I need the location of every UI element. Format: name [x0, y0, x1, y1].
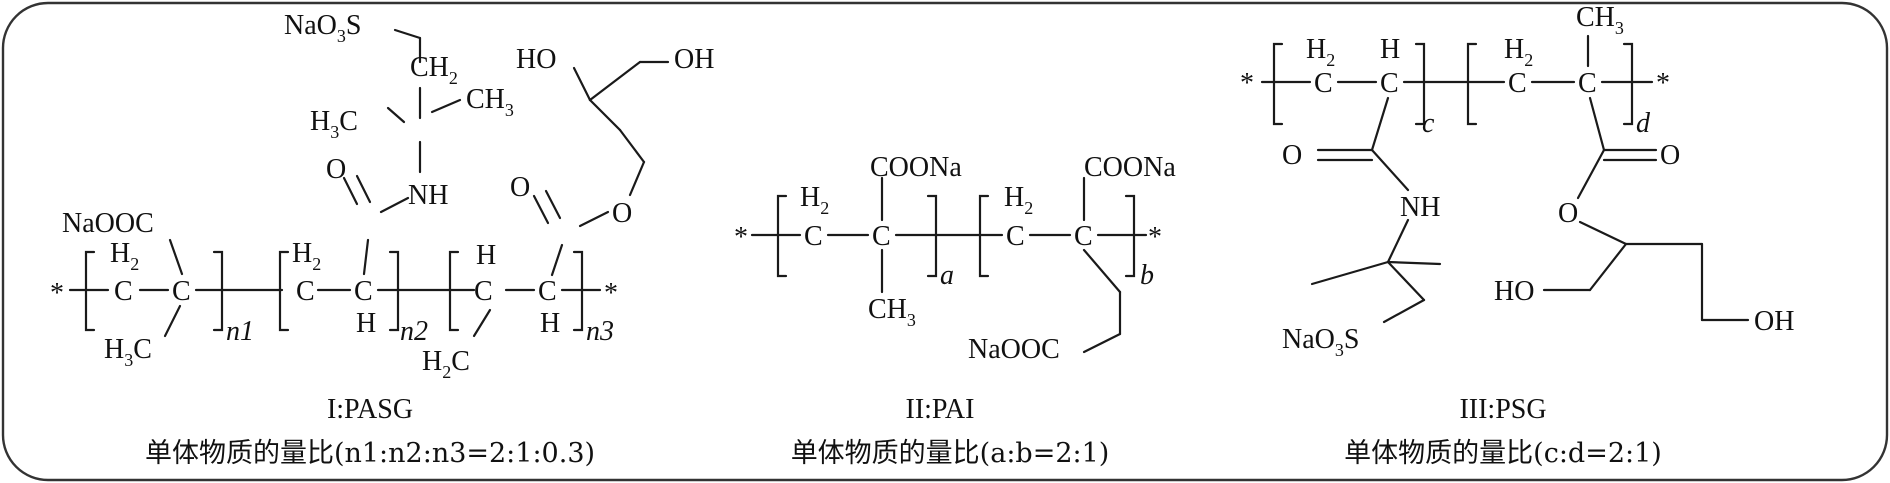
- structure-I-c-e-label: C: [474, 276, 493, 307]
- structure-II-caption: II:PAI: [906, 394, 975, 425]
- structure-III-h2-b-label: H2​: [1504, 34, 1533, 70]
- structure-I-h-e-label: H: [476, 240, 496, 271]
- structure-I-h2-b-label: H2​: [292, 238, 321, 274]
- structure-III-c-a-label: C: [1314, 68, 1333, 99]
- structure-II-coona-b-label: COONa: [1084, 152, 1176, 183]
- structure-II-star-left: *: [734, 222, 748, 253]
- structure-II-b-subscript: b: [1140, 260, 1154, 291]
- structure-II-star-right: *: [1148, 222, 1162, 253]
- structure-II-a-subscript: a: [940, 260, 954, 291]
- structure-III-bonds: [1260, 34, 1750, 324]
- structure-I-naooc-label: NaOOC: [62, 208, 154, 239]
- structure-III-ester-o-label: O: [1558, 198, 1578, 229]
- structure-III-oh-label: OH: [1754, 306, 1794, 337]
- structure-III-ester-dbl-o-label: O: [1660, 140, 1680, 171]
- structure-I: NaO3​S CH2​ H3​C CH3​ HO OH O NH O O NaO…: [50, 10, 714, 469]
- structure-I-caption: I:PASG: [327, 394, 413, 425]
- structure-III-h2-a-label: H2​: [1306, 34, 1335, 70]
- structure-I-h3c-left-label: H3​C: [310, 106, 358, 142]
- structure-III-c-d-label: C: [1578, 68, 1597, 99]
- structure-I-ratio: 单体物质的量比(n1:n2:n3=2:1:0.3): [145, 438, 595, 469]
- structure-I-amide-o-label: O: [326, 154, 346, 185]
- structure-II-ratio: 单体物质的量比(a:b=2:1): [791, 438, 1110, 469]
- structure-I-h3c-bottom-label: H3​C: [104, 334, 152, 370]
- structure-III-ho-label: HO: [1494, 276, 1534, 307]
- structure-II-c-b-label: C: [872, 221, 891, 252]
- structure-I-bonds: [68, 28, 670, 338]
- structure-III-c-b-label: C: [1380, 68, 1399, 99]
- structure-I-h-f-label: H: [540, 308, 560, 339]
- structure-III-c-subscript: c: [1422, 108, 1435, 139]
- structure-II-ch3-label: CH3​: [868, 294, 916, 330]
- structure-I-c-b-label: C: [172, 276, 191, 307]
- structure-I-c-c-label: C: [296, 276, 315, 307]
- structure-I-h2-a-label: H2​: [110, 238, 139, 274]
- structure-I-naso3s-label: NaO3​S: [284, 10, 361, 46]
- structure-II: * H2​ C C COONa CH3​ H2​ C C COONa NaOOC…: [734, 152, 1176, 469]
- structure-III-star-right: *: [1656, 68, 1670, 99]
- structure-III-ch3-label: CH3​: [1576, 2, 1624, 38]
- structure-II-c-c-label: C: [1006, 221, 1025, 252]
- structure-III-nh-label: NH: [1400, 192, 1440, 223]
- structure-I-c-d-label: C: [354, 276, 373, 307]
- structure-III-d-subscript: d: [1636, 108, 1651, 139]
- structure-II-naooc-label: NaOOC: [968, 334, 1060, 365]
- structure-I-star-left: *: [50, 278, 64, 309]
- structure-I-ch3-right-label: CH3​: [466, 84, 514, 120]
- structure-I-oh-label: OH: [674, 44, 714, 75]
- structure-II-c-a-label: C: [804, 221, 823, 252]
- structure-I-c-a-label: C: [114, 276, 133, 307]
- structure-III-star-left: *: [1240, 68, 1254, 99]
- structure-III-ratio: 单体物质的量比(c:d=2:1): [1344, 438, 1662, 469]
- structure-III-caption: III:PSG: [1459, 394, 1546, 425]
- structure-I-n3-subscript: n3: [586, 316, 614, 347]
- structure-II-c-d-label: C: [1074, 221, 1093, 252]
- structure-II-h2-a-label: H2​: [800, 182, 829, 218]
- structure-II-h2-b-label: H2​: [1004, 182, 1033, 218]
- structure-I-nh-label: NH: [408, 180, 448, 211]
- structure-I-ester-dbl-o-label: O: [510, 172, 530, 203]
- structure-I-c-f-label: C: [538, 276, 557, 307]
- structure-I-ho-label: HO: [516, 44, 556, 75]
- structure-I-star-right: *: [604, 278, 618, 309]
- structure-III-amide-o-label: O: [1282, 140, 1302, 171]
- structure-I-h-d-label: H: [356, 308, 376, 339]
- structure-III-naso3s-label: NaO3​S: [1282, 324, 1359, 360]
- structure-III-c-c-label: C: [1508, 68, 1527, 99]
- structure-II-coona-a-label: COONa: [870, 152, 962, 183]
- structure-I-n1-subscript: n1: [226, 316, 254, 347]
- structure-I-ch2-top-label: CH2​: [410, 52, 458, 88]
- structure-I-ester-o-label: O: [612, 198, 632, 229]
- structure-III: * H2​ C H C H2​ C C CH3​ * c d O NH NaO3…: [1240, 2, 1794, 469]
- structure-III-h-a-label: H: [1380, 34, 1400, 65]
- structure-I-h2c-bottom-label: H2​C: [422, 346, 470, 382]
- structure-I-n2-subscript: n2: [400, 316, 428, 347]
- structure-II-bonds: [750, 176, 1148, 354]
